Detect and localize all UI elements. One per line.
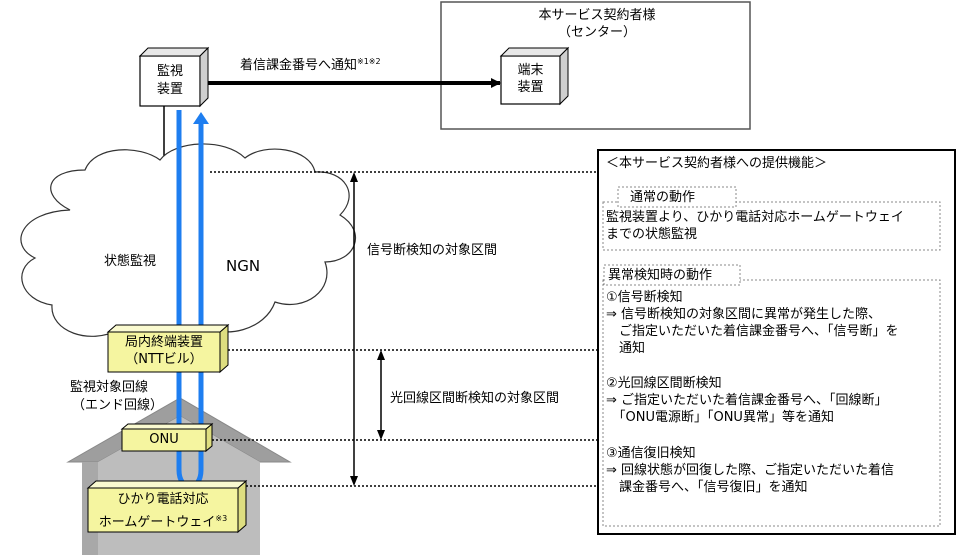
center-box <box>440 1 751 130</box>
terminal-device <box>499 46 570 106</box>
arrow-note: ※1※2 <box>357 57 381 66</box>
center-title: 本サービス契約者様 <box>538 8 656 23</box>
item3-title: ③通信復旧検知 <box>606 446 696 461</box>
onu-box <box>120 422 214 453</box>
item1-line-3: 通知 <box>606 341 646 356</box>
item3-line-2: 課金番号へ、「信号復旧」を通知 <box>606 480 808 495</box>
home-gateway-note: ※3 <box>215 514 228 523</box>
signal-interval-label: 信号断検知の対象区間 <box>367 243 498 258</box>
line-label-2: （エンド回線） <box>72 398 164 413</box>
fiber-interval-arrow <box>377 350 385 440</box>
normal-line-2: までの状態監視 <box>606 227 698 242</box>
home-gateway-label-2: ホームゲートウェイ※3 <box>98 514 228 530</box>
home-gateway-label-1: ひかり電話対応 <box>117 492 209 507</box>
terminal-label-1: 端末 <box>517 63 544 78</box>
monitor-label-1: 監視 <box>156 64 183 79</box>
terminal-label-2: 装置 <box>517 80 544 95</box>
local-terminal-box <box>106 323 230 374</box>
onu-label: ONU <box>149 432 179 447</box>
monitor-label-2: 装置 <box>156 82 183 97</box>
item1-line-2: ご指定いただいた着信課金番号へ、「信号断」を <box>606 324 899 339</box>
fiber-interval-label: 光回線区間断検知の対象区間 <box>390 391 560 406</box>
ngn-label: NGN <box>226 257 261 275</box>
item1-title: ①信号断検知 <box>606 290 683 305</box>
line-label-1: 監視対象回線 <box>70 380 149 395</box>
item2-title: ②光回線区間断検知 <box>606 376 722 391</box>
function-panel <box>597 149 956 535</box>
abnormal-section <box>602 279 941 527</box>
local-terminal-label-2: （NTTビル） <box>125 352 203 367</box>
normal-line-1: 監視装置より、ひかり電話対応ホームゲートウェイ <box>606 210 904 225</box>
normal-section <box>602 201 941 251</box>
item2-line-2: 「ONU電源断」「ONU異常」等を通知 <box>606 410 834 425</box>
item2-line-1: ⇒ ご指定いただいた着信課金番号へ、「回線断」 <box>606 393 888 408</box>
center-subtitle: （センター） <box>557 25 636 40</box>
item3-line-1: ⇒ 回線状態が回復した際、ご指定いただいた着信 <box>606 463 895 478</box>
signal-interval-arrow <box>350 172 358 486</box>
home-gateway-box <box>86 479 248 534</box>
normal-header: 通常の動作 <box>630 190 696 205</box>
state-monitoring-label: 状態監視 <box>104 254 157 269</box>
abnormal-header: 異常検知時の動作 <box>608 268 713 283</box>
arrow-label: 着信課金番号へ通知※1※2 <box>240 57 381 73</box>
monitor-device <box>138 46 210 108</box>
local-terminal-label-1: 局内終端装置 <box>124 335 203 350</box>
item1-line-1: ⇒ 信号断検知の対象区間に異常が発生した際、 <box>606 307 882 322</box>
ngn-cloud <box>20 143 357 345</box>
panel-title: ＜本サービス契約者様への提供機能＞ <box>606 156 828 171</box>
